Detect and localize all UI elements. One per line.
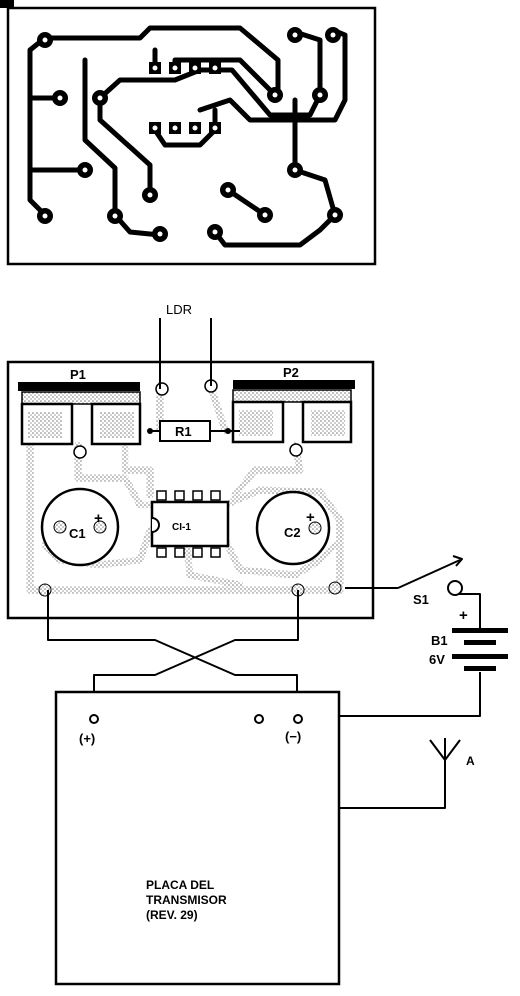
r1-lead-left bbox=[147, 428, 153, 434]
ldr-label: LDR bbox=[166, 302, 192, 317]
antenna-label: A bbox=[466, 754, 475, 768]
p1-wiper-pin bbox=[73, 445, 87, 459]
c1-body bbox=[40, 487, 120, 567]
ic-ci1 bbox=[150, 490, 230, 558]
p1-pad bbox=[100, 412, 134, 438]
capacitor-c1 bbox=[40, 487, 120, 567]
switch-pad bbox=[328, 581, 342, 595]
wire-output-to-plus bbox=[93, 590, 299, 718]
battery-plus-label: + bbox=[459, 607, 468, 624]
c2-body bbox=[255, 490, 331, 566]
labels: LDR P1 P2 R1 C1 + C2 + CI-1 S1 + B1 6V (… bbox=[69, 302, 475, 922]
switch-label: S1 bbox=[413, 592, 429, 607]
output-pad-left bbox=[38, 583, 52, 597]
ic-label: CI-1 bbox=[172, 522, 191, 533]
battery-b1 bbox=[452, 628, 508, 671]
p1-body bbox=[21, 391, 141, 405]
assembly-board bbox=[6, 360, 375, 620]
ic-body bbox=[150, 500, 230, 548]
transmitter-plus-terminal bbox=[89, 714, 99, 724]
transmitter-title-line1: PLACA DEL bbox=[146, 878, 214, 892]
battery-label: B1 bbox=[431, 633, 448, 648]
switch-terminal bbox=[447, 580, 463, 596]
ldr-pad-left bbox=[155, 382, 169, 396]
pcb-ic-holes bbox=[152, 65, 218, 131]
battery-plate-long bbox=[452, 654, 508, 659]
p1-shaft bbox=[18, 382, 140, 391]
c1-plus-label: + bbox=[94, 510, 103, 527]
r1-body bbox=[159, 420, 211, 442]
p1-pad bbox=[28, 412, 62, 438]
switch-lever bbox=[397, 559, 461, 589]
ic-notch bbox=[151, 517, 160, 533]
transmitter-minus-terminal bbox=[293, 714, 303, 724]
battery-voltage-label: 6V bbox=[429, 652, 445, 667]
plus-terminal-label: (+) bbox=[79, 731, 95, 746]
c2-plus-label: + bbox=[306, 509, 315, 526]
potentiometer-p1 bbox=[18, 382, 142, 459]
pcb-ic-pads bbox=[149, 62, 221, 134]
switch-lever-arrow bbox=[452, 555, 463, 567]
transmitter-title-line2: TRANSMISOR bbox=[146, 893, 227, 907]
minus-terminal-label: (−) bbox=[285, 729, 301, 744]
transmitter-title-line3: (REV. 29) bbox=[146, 908, 198, 922]
transmitter-antenna-terminal bbox=[254, 714, 264, 724]
corner-mark bbox=[0, 0, 14, 8]
resistor-r1 bbox=[147, 420, 240, 442]
p2-label: P2 bbox=[283, 365, 299, 380]
battery-plate-short bbox=[464, 640, 496, 645]
c2-pad bbox=[308, 521, 322, 535]
c1-pad bbox=[53, 520, 67, 534]
pcb-board-outline bbox=[6, 6, 377, 266]
r1-label: R1 bbox=[175, 424, 192, 439]
p2-shaft bbox=[233, 380, 355, 389]
transmitter-outline bbox=[54, 690, 341, 986]
potentiometer-p2 bbox=[231, 380, 355, 457]
r1-lead-right bbox=[225, 428, 231, 434]
p2-pad bbox=[311, 410, 345, 436]
p2-pad bbox=[239, 410, 273, 436]
c2-label: C2 bbox=[284, 525, 301, 540]
pcb-layout bbox=[6, 6, 377, 266]
wire-battery-to-minus bbox=[303, 672, 481, 717]
p2-body bbox=[232, 389, 352, 403]
c1-label: C1 bbox=[69, 526, 86, 541]
pcb-pad-holes bbox=[42, 32, 338, 237]
c1-pad bbox=[93, 520, 107, 534]
assembly-traces bbox=[26, 381, 344, 594]
battery-plate-long bbox=[452, 628, 508, 633]
wire-switch-to-battery bbox=[458, 593, 481, 628]
capacitor-c2 bbox=[255, 490, 331, 566]
transmitter-board bbox=[54, 690, 341, 986]
battery-plate-short bbox=[464, 666, 496, 671]
antenna-icon bbox=[429, 738, 461, 761]
ic-pins bbox=[156, 490, 221, 558]
p2-wiper-pin bbox=[289, 443, 303, 457]
p1-label: P1 bbox=[70, 367, 86, 382]
